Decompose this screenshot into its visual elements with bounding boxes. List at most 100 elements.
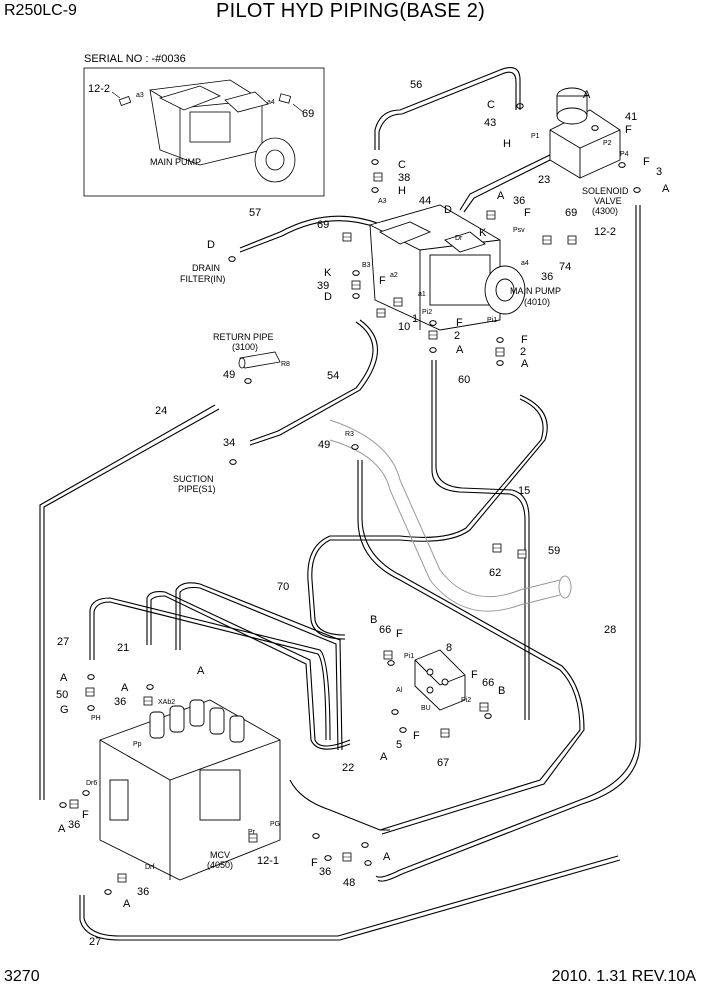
model-label: R250LC-9 [4, 2, 77, 19]
main-pump-drawing [369, 204, 526, 331]
tag-r3: R3 [345, 431, 354, 438]
mcv-label: MCV [210, 850, 230, 860]
callout-67: 67 [437, 757, 449, 769]
component-labels: MAIN PUMP (4010) SOLENOID VALVE (4300) D… [173, 186, 629, 870]
drain-filter-label: DRAIN [192, 263, 220, 273]
callout-70: 70 [277, 581, 289, 593]
port-d1: D [444, 204, 452, 216]
serial-label: SERIAL NO : -#0036 [84, 53, 186, 65]
callout-57: 57 [249, 207, 261, 219]
port-a9: A [380, 751, 388, 763]
callout-54: 54 [327, 370, 339, 382]
port-a10: A [58, 823, 66, 835]
port-b2: B [498, 685, 505, 697]
tag-pg: PG [270, 821, 280, 828]
callout-27a: 27 [57, 636, 69, 648]
tag-drf: Drf [145, 864, 154, 871]
port-b1: B [370, 614, 377, 626]
port-a11: A [383, 851, 391, 863]
page-number: 3270 [4, 968, 40, 985]
callout-2b: 2 [520, 346, 526, 358]
tag-dr: Dr [455, 235, 463, 242]
tag-pi1: Pi1 [487, 317, 497, 324]
main-pump-label: MAIN PUMP [510, 286, 561, 296]
callout-74: 74 [559, 261, 571, 273]
suction-pipe-label: PIPE(S1) [178, 484, 216, 494]
inset-callout-69: 69 [302, 108, 314, 120]
callout-41: 41 [625, 111, 637, 123]
callout-28: 28 [604, 624, 616, 636]
callout-12-1: 12-1 [257, 855, 279, 867]
revision-date: 2010. 1.31 REV.10A [551, 968, 696, 985]
callout-5: 5 [396, 739, 402, 751]
solenoid-code: (4300) [592, 206, 618, 216]
port-f6: F [521, 334, 528, 346]
port-f5: F [456, 317, 463, 329]
tag-pi2: Pi2 [422, 309, 432, 316]
tag-ph: PH [91, 715, 101, 722]
callout-50: 50 [56, 689, 68, 701]
suction-label: SUCTION [173, 474, 214, 484]
tag-dr6: Dr6 [86, 780, 97, 787]
port-d3: D [324, 291, 332, 303]
tag-b3: B3 [362, 262, 371, 269]
callout-69b: 69 [565, 207, 577, 219]
port-a6: A [60, 672, 68, 684]
tag-al: Al [396, 687, 403, 694]
solenoid-valve-drawing [549, 87, 621, 179]
callout-36c: 36 [114, 696, 126, 708]
return-pipe-code: (3100) [232, 342, 258, 352]
port-f7: F [396, 628, 403, 640]
serial-inset: SERIAL NO : -#0036 12-2 69 a3 a4 MAIN PU… [83, 53, 325, 197]
port-a2: A [497, 190, 505, 202]
tag-p1: P1 [531, 133, 540, 140]
inset-port-a3: a3 [136, 92, 144, 99]
tag-pi2-block: Pi2 [461, 697, 471, 704]
callout-62: 62 [489, 567, 501, 579]
suction-pipe-body [329, 419, 572, 612]
callout-24: 24 [155, 405, 167, 417]
port-h1: H [503, 138, 511, 150]
port-a3: A [456, 344, 464, 356]
port-c1: C [487, 99, 495, 111]
callout-36d: 36 [68, 819, 80, 831]
callout-43: 43 [484, 117, 496, 129]
port-a4: A [521, 358, 529, 370]
tag-psv: Psv [513, 227, 525, 234]
port-f8: F [471, 669, 478, 681]
port-h2: H [398, 185, 406, 197]
callout-15: 15 [518, 485, 530, 497]
port-a1: A [583, 89, 591, 101]
port-f3: F [524, 207, 531, 219]
page-title: PILOT HYD PIPING(BASE 2) [216, 0, 486, 22]
callout-60: 60 [458, 374, 470, 386]
callout-34: 34 [223, 437, 235, 449]
inset-main-pump-label: MAIN PUMP [150, 157, 201, 167]
callout-39: 39 [317, 280, 329, 292]
port-k1: K [479, 227, 487, 239]
callout-66b: 66 [482, 677, 494, 689]
return-pipe-part [238, 351, 281, 369]
mcv-code: (4050) [207, 860, 233, 870]
callout-59: 59 [548, 545, 560, 557]
tag-a1: a1 [418, 291, 426, 298]
port-f2: F [643, 156, 650, 168]
port-f10: F [82, 809, 89, 821]
callout-49b: 49 [318, 439, 330, 451]
callout-36a: 36 [513, 195, 525, 207]
callout-49a: 49 [223, 369, 235, 381]
block-8-drawing [414, 649, 466, 711]
callout-38: 38 [398, 172, 410, 184]
tag-p4: P4 [620, 151, 629, 158]
hose-routes [39, 67, 641, 941]
callout-12-2: 12-2 [594, 226, 616, 238]
tag-pp: Pp [133, 741, 142, 748]
callout-36e: 36 [319, 866, 331, 878]
tag-a2: a2 [390, 272, 398, 279]
callout-69: 69 [317, 219, 329, 231]
port-g1: G [60, 704, 69, 716]
inset-port-a4: a4 [267, 99, 275, 106]
return-pipe-label: RETURN PIPE [213, 332, 274, 342]
port-letters: C H A F F C H A D K F D K D F F A F A A … [58, 89, 670, 910]
